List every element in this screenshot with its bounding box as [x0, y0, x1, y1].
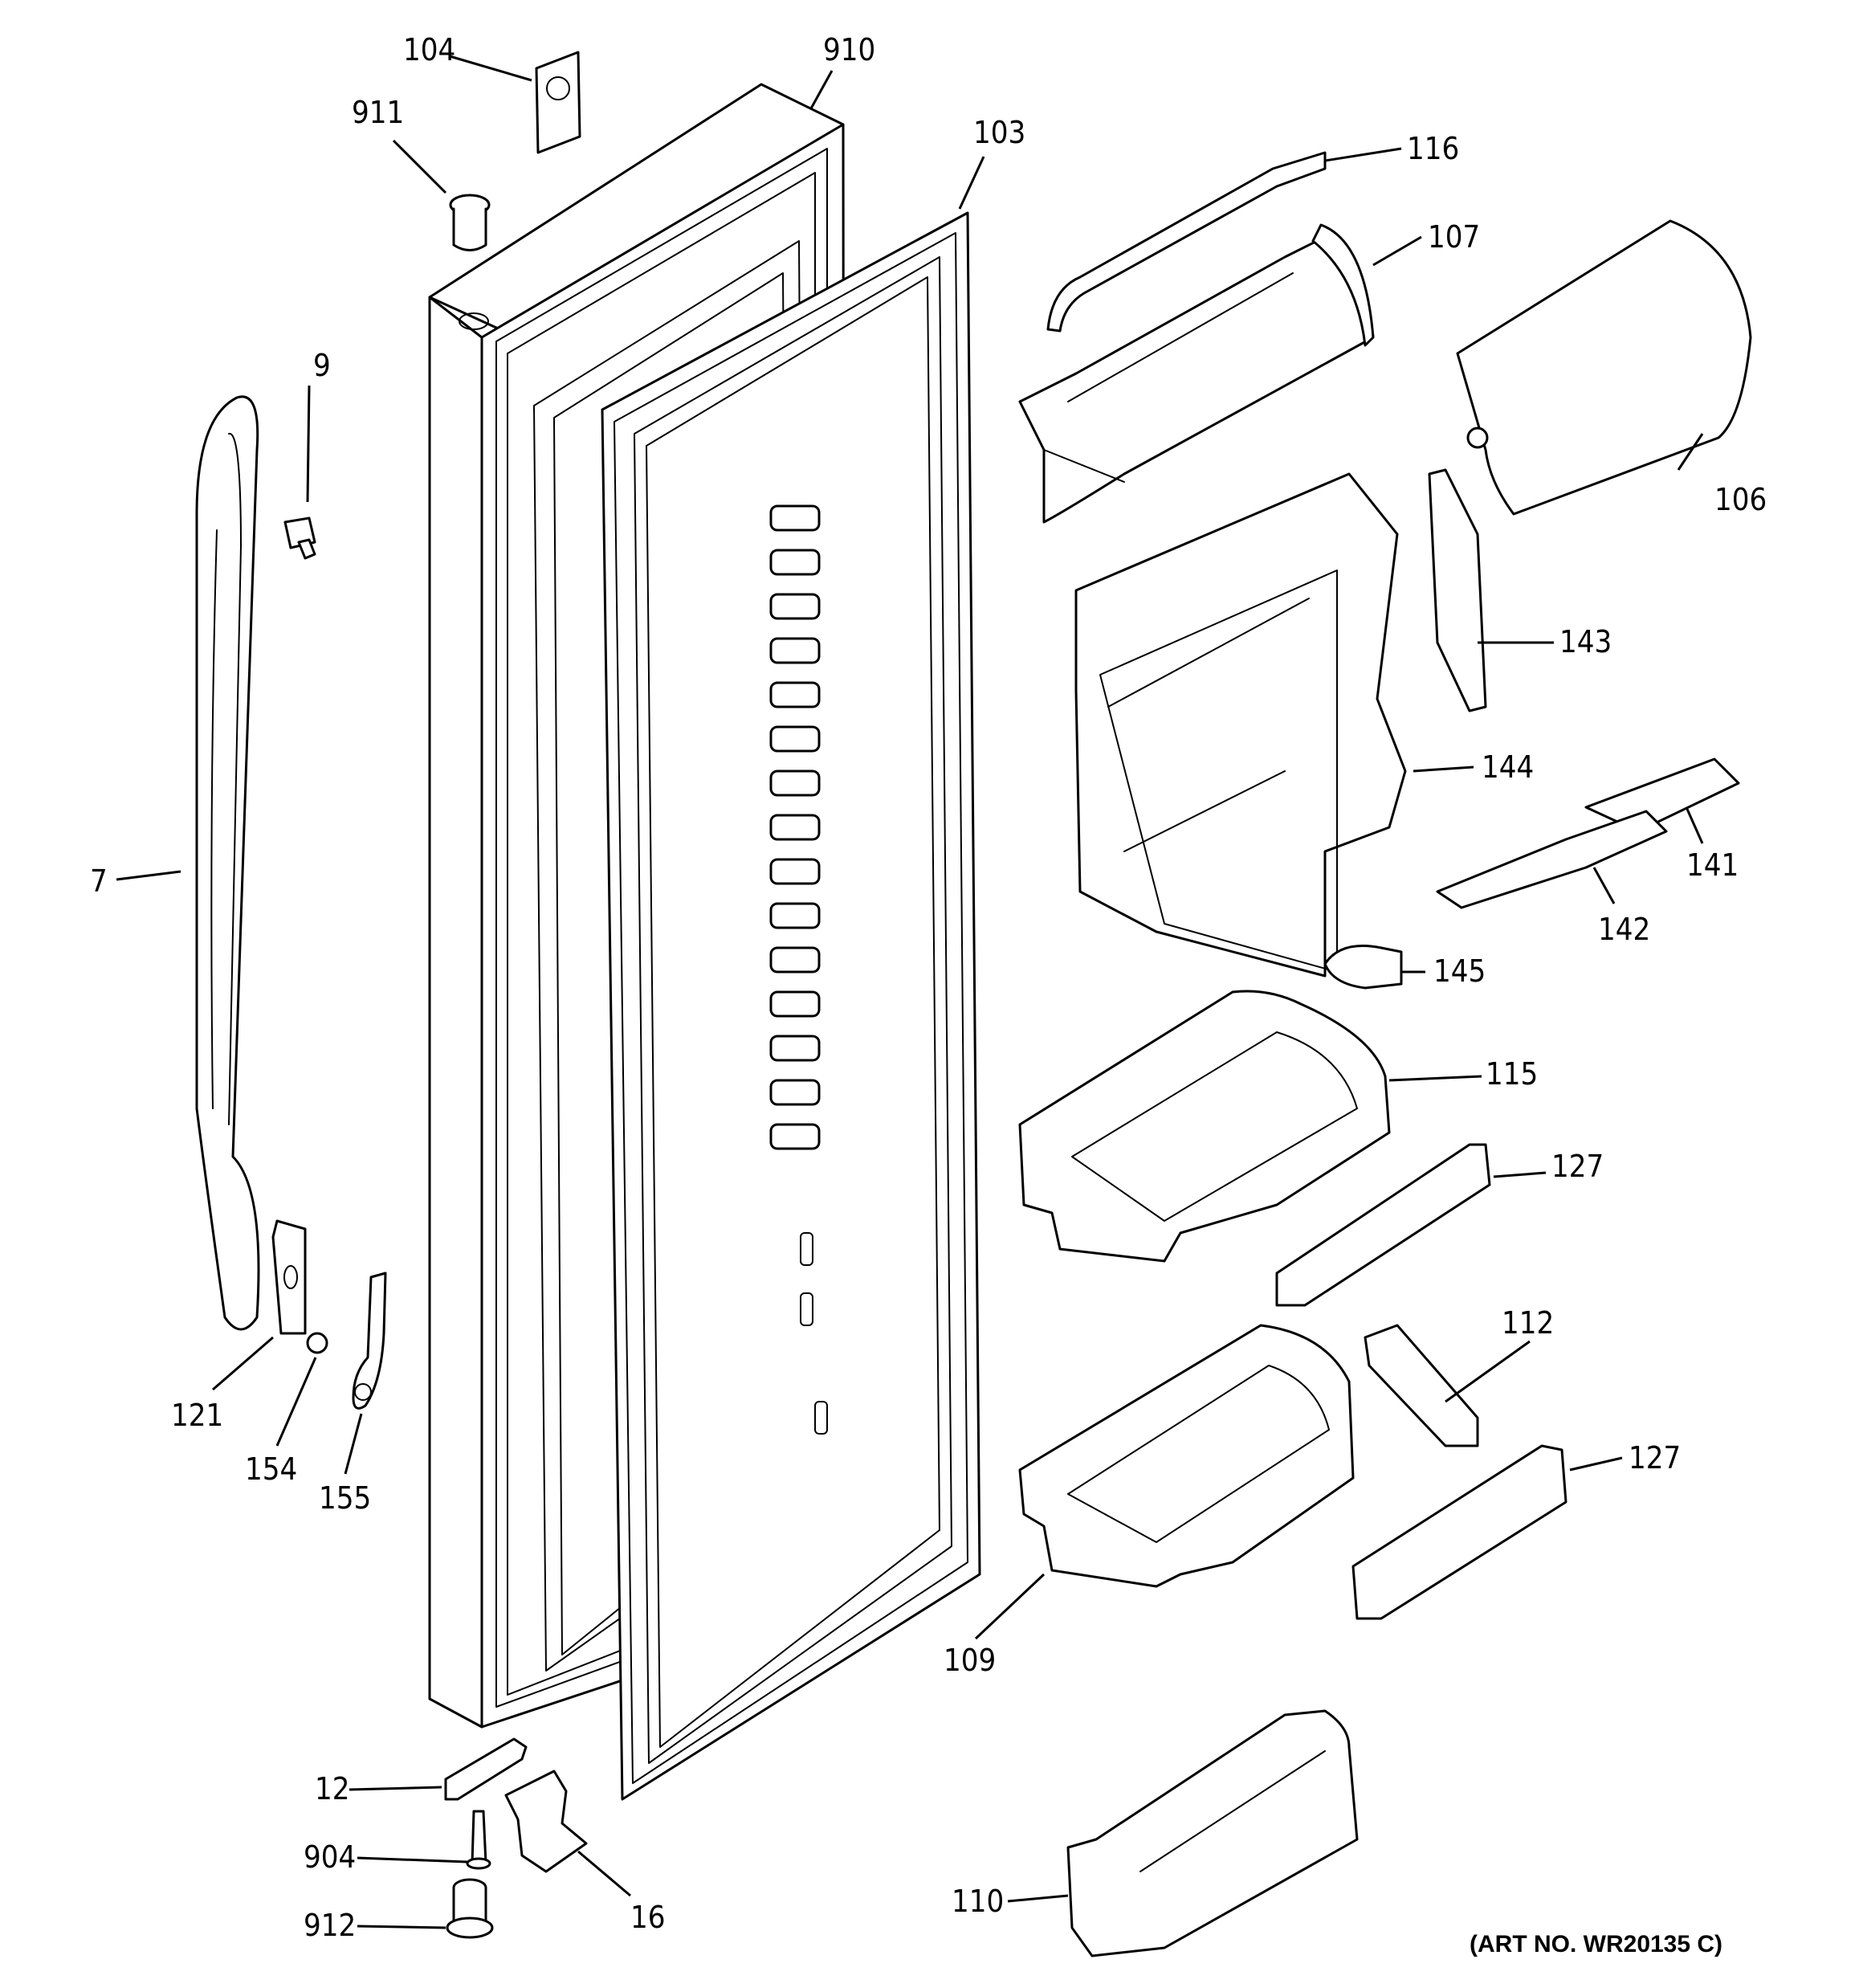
part-127-trim-lower	[1351, 1444, 1567, 1620]
label-103: 103	[973, 115, 1025, 150]
part-107-dairy-bin	[1018, 223, 1375, 524]
leader-lines	[116, 55, 1704, 1929]
part-104-badge	[535, 51, 581, 154]
label-104: 104	[403, 32, 455, 67]
label-121: 121	[171, 1398, 223, 1433]
label-7: 7	[90, 863, 108, 899]
label-904: 904	[304, 1839, 356, 1875]
label-9: 9	[313, 348, 331, 383]
part-142-egg-tray	[1436, 810, 1668, 909]
part-121-bracket	[271, 1219, 307, 1335]
label-143: 143	[1559, 624, 1612, 659]
label-154: 154	[245, 1451, 297, 1487]
label-145: 145	[1433, 953, 1486, 989]
shelf-rail-clips	[769, 504, 828, 1435]
label-116: 116	[1407, 131, 1459, 166]
label-109: 109	[944, 1643, 996, 1678]
part-912-bushing	[446, 1878, 494, 1939]
art-number: (ART NO. WR20135 C)	[1470, 1931, 1722, 1957]
part-144-dispenser-bin	[1074, 472, 1407, 978]
part-154-screw	[306, 1332, 328, 1354]
label-142: 142	[1598, 912, 1650, 947]
part-106-cover	[1456, 219, 1752, 516]
part-109-door-bin	[1018, 1324, 1355, 1588]
part-143-divider	[1428, 468, 1487, 712]
label-155: 155	[319, 1480, 371, 1516]
part-110-door-bin	[1066, 1709, 1359, 1957]
label-106: 106	[1714, 482, 1767, 517]
part-labels: 104 910 911 103 116 107 106 9 143 7 144 …	[90, 32, 1767, 1957]
part-112-divider	[1364, 1324, 1479, 1447]
part-155-strap	[352, 1272, 387, 1410]
label-107: 107	[1428, 219, 1480, 255]
part-9-screw	[283, 516, 316, 560]
part-145-knob	[1323, 945, 1403, 990]
part-12-plate	[444, 1737, 528, 1801]
part-7-handle	[195, 395, 260, 1331]
label-912: 912	[304, 1908, 356, 1943]
part-115-door-bin	[1018, 990, 1391, 1263]
label-141: 141	[1686, 847, 1739, 883]
label-115: 115	[1486, 1056, 1538, 1092]
part-116-trim	[1046, 151, 1327, 333]
label-112: 112	[1502, 1305, 1554, 1341]
label-910: 910	[823, 32, 875, 67]
part-141-egg-tray	[1584, 757, 1740, 833]
label-110: 110	[952, 1884, 1004, 1919]
part-904-screw	[466, 1810, 491, 1870]
label-127-upper: 127	[1551, 1149, 1604, 1184]
part-911-bushing	[449, 194, 491, 251]
part-127-trim-upper	[1275, 1143, 1491, 1307]
label-127-lower: 127	[1629, 1440, 1681, 1476]
label-12: 12	[315, 1771, 350, 1806]
label-16: 16	[630, 1900, 666, 1935]
label-911: 911	[352, 95, 404, 130]
label-144: 144	[1482, 749, 1534, 785]
part-16-hinge	[504, 1770, 588, 1873]
